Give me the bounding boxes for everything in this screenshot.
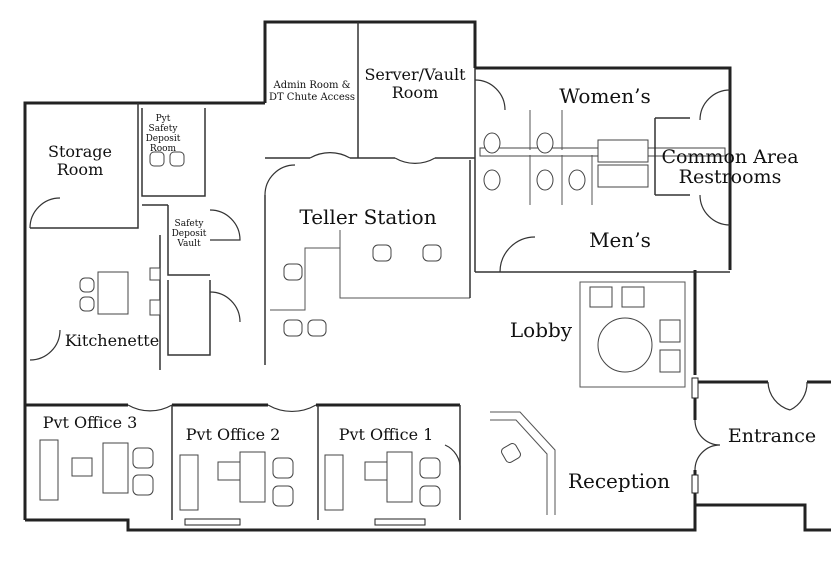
label-storage: Storage	[48, 142, 112, 161]
label-kitchenette: Kitchenette	[65, 331, 159, 350]
label-server-vault-2: Room	[392, 83, 438, 102]
label-admin-room: Admin Room &	[272, 80, 350, 91]
windows	[184, 377, 699, 526]
label-reception: Reception	[568, 469, 670, 493]
label-pvt-deposit-3: Deposit	[146, 134, 181, 144]
label-pvt-office-1: Pvt Office 1	[339, 425, 434, 444]
label-server-vault: Server/Vault	[364, 65, 466, 84]
label-common-area-2: Restrooms	[679, 166, 782, 188]
label-pvt-office-2: Pvt Office 2	[186, 425, 281, 444]
label-entrance: Entrance	[728, 425, 816, 447]
label-common-area: Common Area	[661, 146, 798, 168]
doors	[29, 79, 808, 471]
label-admin-room-2: DT Chute Access	[269, 92, 355, 103]
label-safety-vault-2: Deposit	[172, 229, 207, 239]
label-storage-2: Room	[57, 160, 103, 179]
label-pvt-deposit-4: Room	[150, 144, 177, 154]
label-mens: Men’s	[589, 228, 651, 252]
label-safety-vault-1: Safety	[175, 219, 205, 229]
label-womens: Women’s	[559, 84, 651, 108]
exterior-walls	[23, 20, 831, 532]
label-safety-vault-3: Vault	[176, 239, 201, 249]
label-pvt-deposit-2: Safety	[149, 124, 179, 134]
furniture	[39, 132, 681, 511]
room-labels: Admin Room & DT Chute Access Server/Vaul…	[43, 65, 816, 493]
label-pvt-deposit-1: Pyt	[156, 114, 171, 124]
label-pvt-office-3: Pvt Office 3	[43, 413, 138, 432]
label-teller-station: Teller Station	[299, 205, 436, 229]
label-lobby: Lobby	[510, 318, 573, 342]
